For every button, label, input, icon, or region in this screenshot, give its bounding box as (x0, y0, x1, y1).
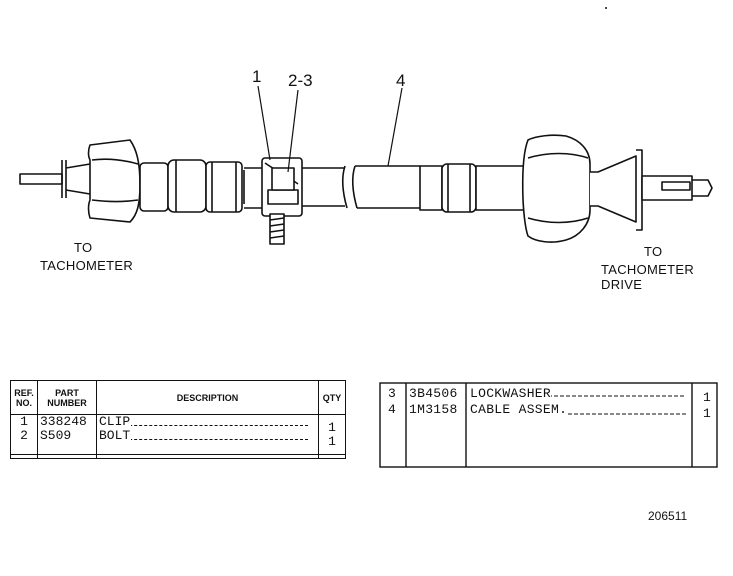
header-part-line1: PART (55, 387, 79, 398)
row-part-number: S509 (40, 428, 72, 443)
callout-4: 4 (396, 71, 406, 90)
parts-table-left: REF. NO. PART NUMBER DESCRIPTION QTY 1 2… (10, 380, 346, 459)
right-destination-line1: TO (644, 244, 663, 259)
row-part-number: 338248 (40, 414, 87, 429)
header-ref-no: REF. NO. (10, 380, 38, 415)
right-row-ref: 4 (388, 402, 397, 417)
left-hex-nut (87, 139, 141, 223)
table-row: 1 2 338248 S509 CLIP BOLT 1 1 (10, 414, 346, 455)
right-row-part-number: 3B4506 (409, 386, 458, 401)
callout-1: 1 (252, 67, 262, 86)
header-part-line2: NUMBER (47, 397, 87, 408)
header-part-number: PART NUMBER (37, 380, 97, 415)
row-qty: 1 (328, 420, 336, 435)
left-ferrule (139, 159, 245, 213)
right-destination-line2: TACHOMETER DRIVE (601, 262, 695, 292)
cable-right-segment (352, 163, 529, 213)
right-row-part-number: 1M3158 (409, 402, 458, 417)
right-row-ref: 3 (388, 386, 397, 401)
row-qty: 1 (328, 434, 336, 449)
right-row-description: LOCKWASHER (470, 386, 552, 401)
right-table-frame (379, 382, 718, 468)
right-row-qty: 1 (703, 406, 712, 421)
header-qty: QTY (318, 380, 346, 415)
row-description: CLIP (99, 415, 316, 429)
row-ref: 1 (20, 414, 28, 429)
row-ref: 2 (20, 428, 28, 443)
clip-assembly (261, 157, 303, 245)
left-destination-line1: TO (74, 240, 93, 255)
right-row-description: CABLE ASSEM. (470, 402, 568, 417)
header-ref-line2: NO. (15, 397, 32, 408)
cable-left-segment (244, 165, 348, 209)
left-destination-line2: TACHOMETER (40, 258, 134, 273)
drawing-number: 206511 (648, 509, 688, 523)
left-shaft-tip (19, 160, 91, 198)
row-description: BOLT (99, 429, 316, 443)
right-hex-nut (521, 134, 591, 243)
right-drive-end (590, 149, 713, 231)
right-row-qty: 1 (703, 390, 712, 405)
table-header-row: REF. NO. PART NUMBER DESCRIPTION QTY (10, 380, 346, 415)
leader-lines (257, 85, 403, 173)
header-ref-line1: REF. (14, 387, 34, 398)
callout-2-3: 2-3 (288, 71, 313, 90)
header-description: DESCRIPTION (96, 380, 319, 415)
